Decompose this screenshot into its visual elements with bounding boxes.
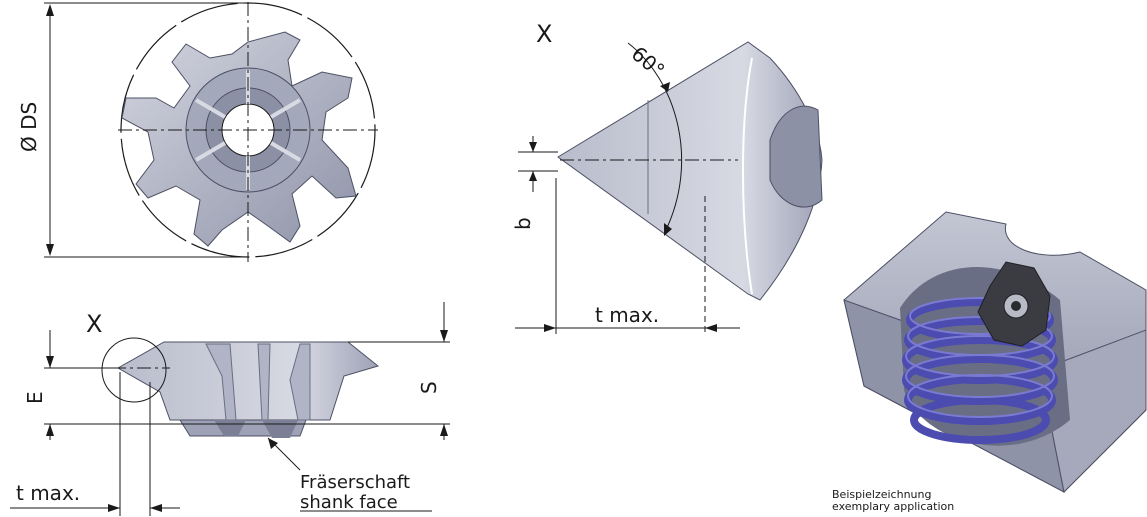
- top-view-cutter: [44, 2, 378, 262]
- tmax-side-label: t max.: [16, 481, 80, 505]
- exemplary-application-illustration: [843, 211, 1147, 494]
- caption-en: exemplary application: [832, 500, 954, 513]
- tmax-detail-label: t max.: [595, 303, 659, 327]
- e-label: E: [23, 391, 47, 404]
- caption-de: Beispielzeichnung: [832, 488, 931, 501]
- detail-x-label-top: X: [536, 20, 552, 48]
- detail-x-label-side: X: [86, 310, 102, 338]
- s-label: S: [417, 381, 441, 394]
- shank-label-en: shank face: [300, 492, 398, 513]
- side-view-cutter: [10, 302, 450, 516]
- diameter-label: Ø DS: [17, 102, 41, 152]
- b-label: b: [511, 217, 535, 230]
- detail-x-tooth: [515, 41, 823, 334]
- shank-label-de: Fräserschaft: [300, 472, 410, 493]
